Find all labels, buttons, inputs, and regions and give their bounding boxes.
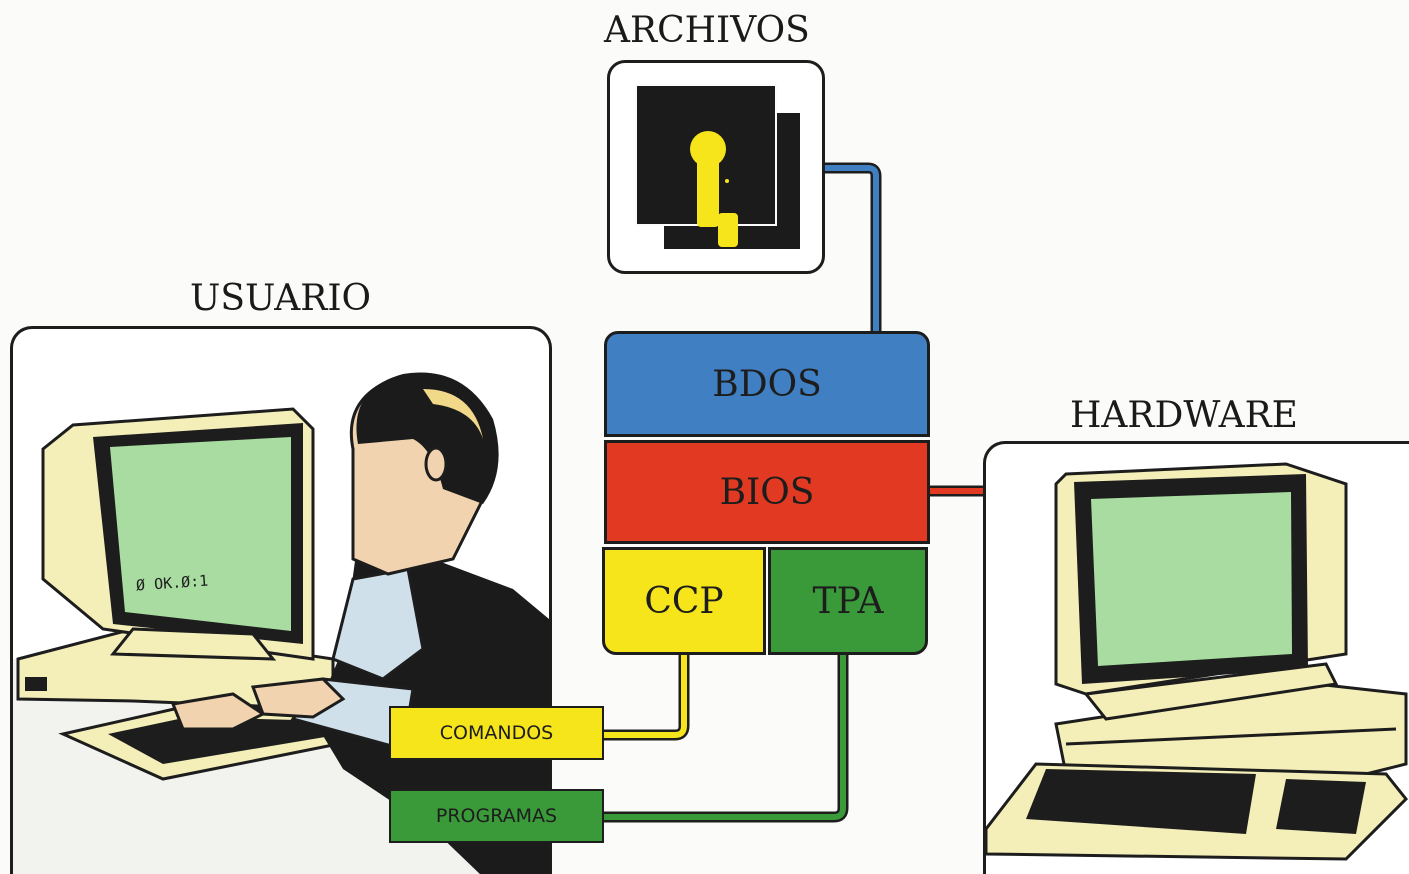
files-panel <box>607 60 825 274</box>
hardware-title: HARDWARE <box>1070 395 1298 436</box>
user-title: USUARIO <box>190 278 372 319</box>
files-title: ARCHIVOS <box>604 10 810 51</box>
ccp-block: CCP <box>602 547 766 655</box>
tpa-block: TPA <box>768 547 928 655</box>
computer-hardware-illustration <box>986 462 1409 861</box>
programs-label: PROGRAMAS <box>389 789 604 843</box>
bios-block: BIOS <box>604 440 930 544</box>
floppy-disk-icon <box>635 84 800 249</box>
files-bdos-connector <box>822 162 882 332</box>
commands-label: COMANDOS <box>389 706 604 760</box>
bdos-block: BDOS <box>604 331 930 437</box>
ccp-commands-connector <box>604 655 690 741</box>
hardware-panel <box>983 441 1409 874</box>
